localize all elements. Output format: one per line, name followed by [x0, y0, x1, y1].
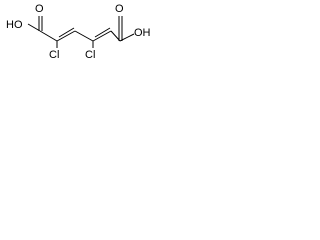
oxygen-label-right: O [115, 3, 124, 15]
bond-c4-c5-double-b [94, 27, 111, 38]
chlorine-label-left: Cl [49, 49, 59, 61]
bond-c6-oh [119, 33, 135, 42]
chlorine-label-right: Cl [85, 49, 95, 61]
bond-c2-c3-double-b [58, 27, 75, 38]
structural-formula: HO O Cl Cl O OH [6, 3, 151, 61]
bond-c3-c4 [74, 30, 94, 42]
oxygen-label-left: O [35, 3, 44, 15]
bond-c4-c5-double-a [92, 30, 112, 42]
atom-labels: HO O Cl Cl O OH [6, 3, 151, 61]
hydroxyl-label-right: OH [134, 27, 151, 39]
hydroxyl-label-left: HO [6, 19, 23, 31]
bond-c1-c2 [39, 30, 58, 42]
bonds [27, 16, 135, 48]
bond-c2-c3-double-a [56, 30, 76, 42]
bond-c1-oh [27, 23, 41, 32]
